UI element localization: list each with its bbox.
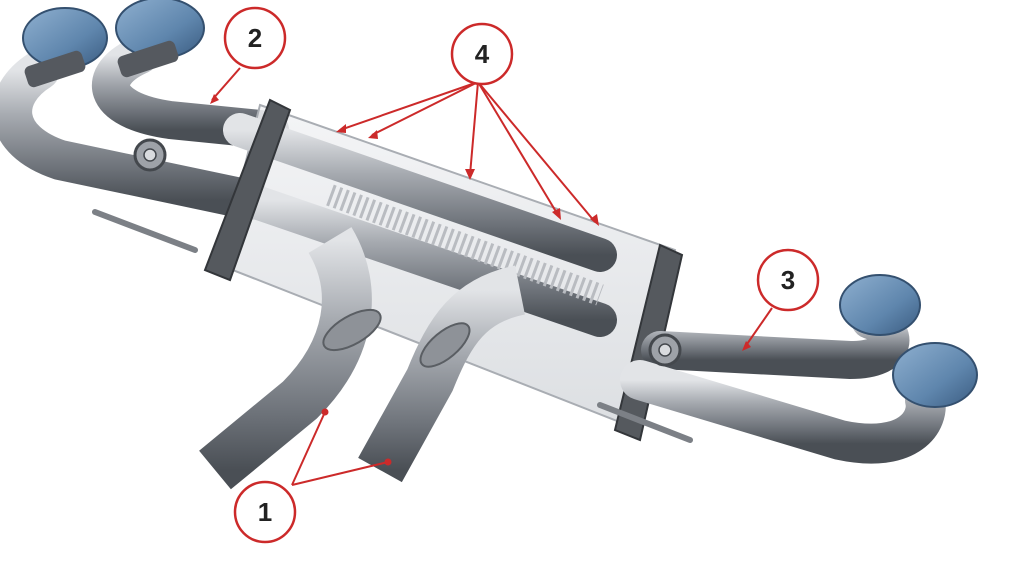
- leader-1b: [291, 461, 389, 486]
- muffler-left-flange: [203, 98, 292, 282]
- callout-3: 3: [756, 248, 820, 312]
- left-mounting-rod: [92, 209, 198, 253]
- right-outlet-pipe-inner: [620, 360, 946, 464]
- leader-3: [744, 307, 773, 348]
- callout-2: 2: [223, 6, 287, 70]
- leader-4d: [477, 81, 559, 216]
- left-tip-1-collar: [24, 50, 86, 88]
- leader-4c: [469, 81, 479, 176]
- leader-4b-tip: [368, 130, 378, 139]
- leader-4a: [339, 81, 479, 131]
- callout-2-circle: [223, 6, 287, 70]
- leader-1b-tip: [384, 458, 392, 466]
- inlet-pipes: [199, 227, 526, 490]
- right-tip-1: [839, 274, 921, 336]
- leader-4d-tip: [552, 208, 561, 220]
- right-tip-2: [892, 342, 978, 408]
- inlet-pipe-1-joint: [322, 308, 382, 352]
- inlet-pipe-2-joint: [419, 322, 471, 368]
- leader-4b: [371, 81, 479, 136]
- leader-4c-tip: [465, 169, 475, 180]
- callout-1: 1: [233, 480, 297, 544]
- leader-1a-tip: [321, 408, 329, 416]
- callout-leaders: [211, 67, 773, 486]
- leader-4e: [477, 81, 596, 223]
- callout-1-label: 1: [258, 497, 272, 527]
- callout-4: 4: [450, 22, 514, 86]
- muffler-assembly: [92, 98, 693, 443]
- callout-3-label: 3: [781, 265, 795, 295]
- internal-pipe-perforated: [326, 184, 604, 306]
- left-outlet-pipe-outer: [0, 50, 270, 220]
- leader-1a: [291, 411, 326, 486]
- right-tailpipe-assembly: [620, 274, 978, 464]
- leader-3-tip: [742, 341, 751, 351]
- internal-pipe-middle: [233, 183, 617, 337]
- right-valve-center: [658, 343, 672, 357]
- left-tip-2-collar: [117, 40, 179, 78]
- right-mounting-rod: [597, 402, 693, 443]
- leader-2: [211, 67, 241, 101]
- leader-2-tip: [210, 94, 219, 104]
- callout-3-circle: [756, 248, 820, 312]
- callout-1-circle: [233, 480, 297, 544]
- leader-4e-tip: [590, 214, 599, 226]
- callout-4-circle: [450, 22, 514, 86]
- callout-arrowheads: [210, 94, 751, 466]
- callout-2-label: 2: [248, 23, 262, 53]
- leader-4a-tip: [336, 124, 346, 133]
- callout-4-label: 4: [475, 39, 490, 69]
- left-tailpipe-assembly: [0, 0, 289, 220]
- left-valve-center: [143, 148, 157, 162]
- internal-pipe-top: [223, 113, 617, 272]
